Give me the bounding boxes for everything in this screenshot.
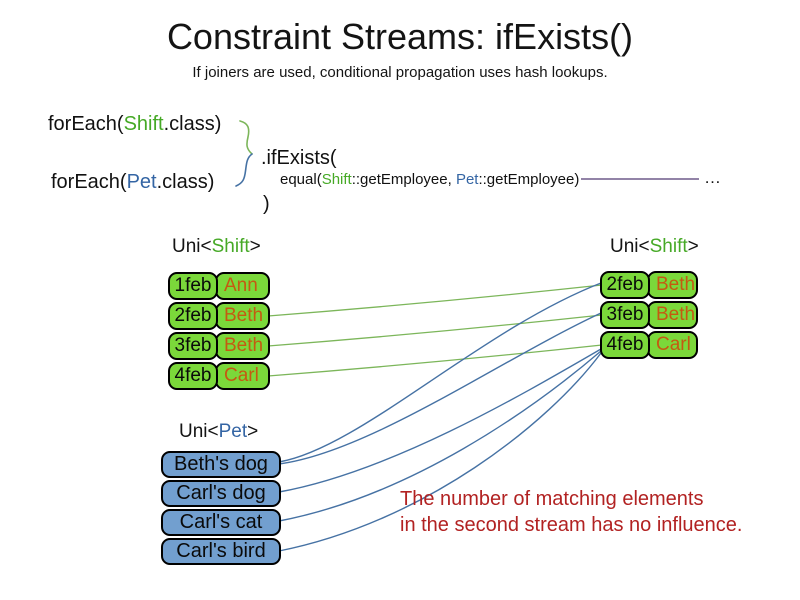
label-text: Uni< — [179, 421, 219, 442]
shift-class-token: Shift — [321, 171, 352, 188]
match-line-2feb — [267, 284, 603, 317]
label-text: Uni< — [610, 236, 650, 257]
shift-employee-cell: Carl — [647, 331, 698, 359]
code-ellipsis: … — [704, 168, 721, 187]
pet-row: Beth's dog — [161, 451, 281, 478]
brace-bottom-blue — [235, 153, 253, 187]
pet-row: Carl's dog — [161, 480, 281, 507]
shift-row: 1feb Ann — [168, 272, 270, 300]
code-foreach-shift: forEach(Shift.class) — [48, 112, 221, 136]
label-type-token: Shift — [649, 236, 688, 257]
label-type-token: Shift — [211, 236, 250, 257]
shift-date-cell: 2feb — [600, 271, 650, 299]
shift-row: 4feb Carl — [600, 331, 698, 359]
shift-employee-cell: Ann — [215, 272, 270, 300]
match-line-3feb — [267, 314, 603, 347]
code-foreach-pet: forEach(Pet.class) — [51, 170, 214, 194]
brace-top-green — [239, 120, 253, 155]
pet-line-bethsdog-3feb — [278, 312, 602, 465]
shift-date-cell: 3feb — [168, 332, 218, 360]
shift-employee-cell: Beth — [215, 302, 270, 330]
label-uni-pet: Uni<Pet> — [179, 421, 258, 443]
shift-date-cell: 4feb — [168, 362, 218, 390]
shift-class-token: Shift — [123, 113, 164, 135]
code-text: forEach( — [48, 113, 124, 135]
label-uni-shift-right: Uni<Shift> — [610, 236, 699, 258]
label-uni-shift-left: Uni<Shift> — [172, 236, 261, 258]
shift-date-cell: 3feb — [600, 301, 650, 329]
shift-date-cell: 1feb — [168, 272, 218, 300]
code-ifexists: .ifExists( — [261, 147, 337, 169]
label-text: > — [249, 236, 261, 257]
code-text: forEach( — [51, 171, 127, 193]
shift-date-cell: 2feb — [168, 302, 218, 330]
pet-row: Carl's cat — [161, 509, 281, 536]
note-text: The number of matching elements in the s… — [400, 486, 742, 538]
shift-employee-cell: Beth — [215, 332, 270, 360]
note-line-1: The number of matching elements — [400, 488, 704, 510]
code-text: ::getEmployee, — [351, 171, 456, 188]
pet-cell: Carl's dog — [161, 480, 281, 507]
shift-employee-cell: Beth — [647, 271, 698, 299]
note-line-2: in the second stream has no influence. — [400, 514, 743, 536]
pet-class-token: Pet — [126, 171, 157, 193]
pet-cell: Beth's dog — [161, 451, 281, 478]
shift-row: 2feb Beth — [168, 302, 270, 330]
pet-line-carlsdog-4feb — [278, 348, 602, 493]
label-text: Uni< — [172, 236, 212, 257]
code-close-paren: ) — [263, 193, 270, 215]
code-text: .class) — [163, 113, 222, 135]
match-line-4feb — [267, 344, 603, 377]
label-text: > — [687, 236, 699, 257]
page-title: Constraint Streams: ifExists() — [166, 16, 634, 57]
pet-class-token: Pet — [455, 171, 479, 188]
code-text: .class) — [156, 171, 215, 193]
shift-row: 3feb Beth — [600, 301, 698, 329]
code-equal-joiner: equal(Shift::getEmployee, Pet::getEmploy… — [280, 171, 579, 189]
code-text: ::getEmployee) — [478, 171, 580, 188]
label-text: > — [247, 421, 259, 442]
pet-line-bethsdog-2feb — [278, 282, 602, 463]
pet-row: Carl's bird — [161, 538, 281, 565]
pet-cell: Carl's cat — [161, 509, 281, 536]
pet-cell: Carl's bird — [161, 538, 281, 565]
shift-employee-cell: Beth — [647, 301, 698, 329]
code-text: equal( — [280, 171, 322, 188]
shift-row: 4feb Carl — [168, 362, 270, 390]
shift-row: 2feb Beth — [600, 271, 698, 299]
shift-row: 3feb Beth — [168, 332, 270, 360]
page-subtitle: If joiners are used, conditional propaga… — [192, 64, 608, 81]
label-type-token: Pet — [218, 421, 248, 442]
shift-date-cell: 4feb — [600, 331, 650, 359]
shift-employee-cell: Carl — [215, 362, 270, 390]
